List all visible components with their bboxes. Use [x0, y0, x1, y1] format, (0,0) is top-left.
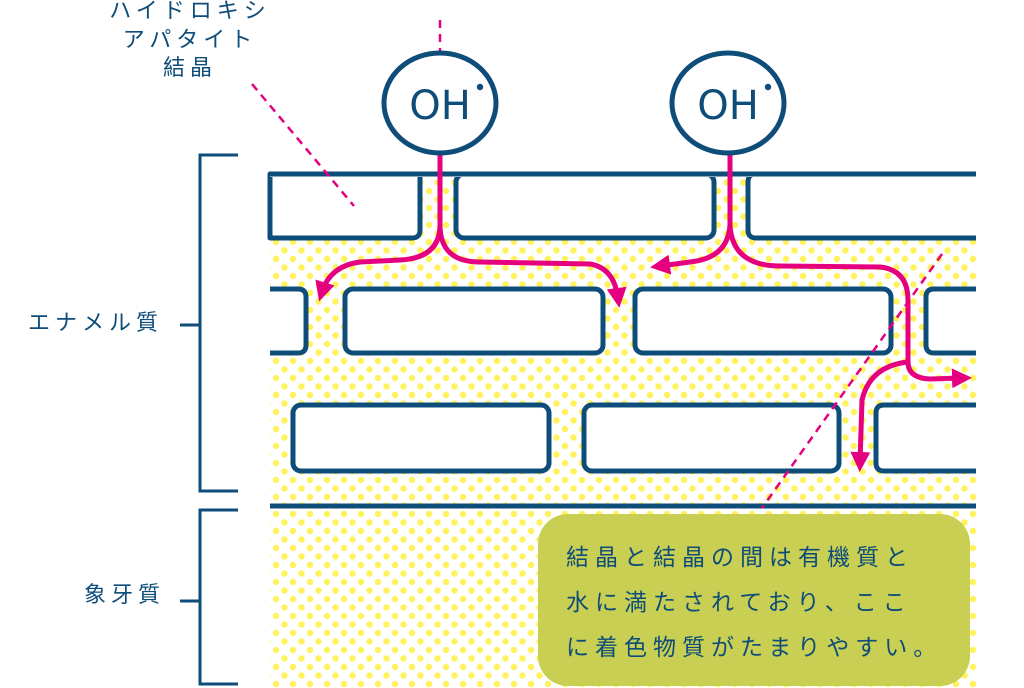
radical-label: OH	[409, 83, 471, 129]
radical-paths	[315, 151, 972, 472]
crystal-label-line: アパタイト	[122, 27, 258, 53]
enamel-bracket	[180, 153, 238, 493]
pointer-lines	[251, 20, 944, 509]
crystal	[267, 171, 423, 241]
explanation-note: 結晶と結晶の間は有機質と 水に満たされており、ここ に着色物質がたまりやすい。	[538, 514, 970, 686]
crystal	[581, 402, 842, 474]
note-line: 水に満たされており、ここ	[566, 590, 912, 616]
crystal	[923, 286, 976, 356]
dentin-label: 象牙質	[84, 583, 166, 608]
crystal	[453, 171, 717, 241]
crystal-row-2	[270, 286, 976, 356]
hydroxyl-radical-2: OH	[669, 50, 787, 156]
crystal	[745, 171, 976, 241]
hydroxyl-radical-1: OH	[381, 50, 499, 156]
radical-dot-icon	[476, 83, 484, 91]
crystal	[342, 286, 606, 356]
crystal	[632, 286, 894, 356]
enamel-label: エナメル質	[28, 311, 164, 336]
crystal-label: ハイドロキシ アパタイト 結晶	[90, 0, 290, 84]
radical-dot-icon	[764, 83, 772, 91]
crystal	[270, 286, 309, 356]
crystal	[290, 402, 552, 474]
crystal-label-line: ハイドロキシ	[109, 0, 271, 24]
crystal-row-1	[267, 171, 976, 241]
crystal	[873, 402, 976, 474]
crystal-row-3	[290, 402, 976, 474]
dentin-bracket	[180, 508, 238, 686]
note-line: に着色物質がたまりやすい。	[566, 635, 943, 661]
radical-label: OH	[697, 83, 759, 129]
crystal-label-line: 結晶	[162, 56, 217, 82]
note-line: 結晶と結晶の間は有機質と	[566, 545, 914, 571]
